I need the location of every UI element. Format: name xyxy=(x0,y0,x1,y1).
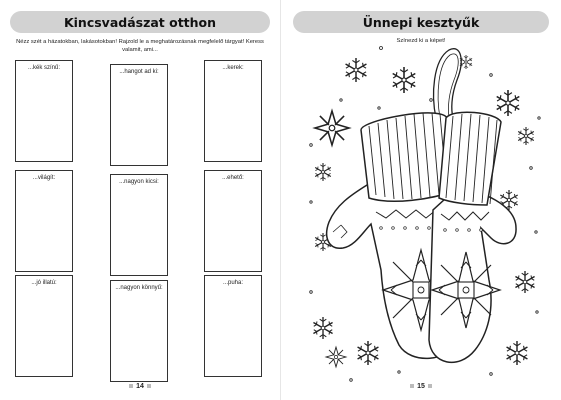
snowflake-icon xyxy=(517,126,535,146)
snowflake-icon xyxy=(495,89,521,117)
drawing-box[interactable]: ...kék színű: xyxy=(15,60,73,162)
drawing-box[interactable]: ...puha: xyxy=(204,275,262,377)
snowflake-icon xyxy=(514,270,536,294)
snowflake-icon xyxy=(325,346,347,368)
drawing-box[interactable]: ...kerek: xyxy=(204,60,262,162)
snow-dots xyxy=(309,46,541,382)
snowflake-icon xyxy=(314,110,350,146)
mitten-string xyxy=(432,48,462,119)
box-label: ...világít: xyxy=(32,175,56,181)
snowflake-icon xyxy=(505,340,529,366)
mittens-illustration xyxy=(309,46,541,382)
box-label: ...jó illatú: xyxy=(31,280,57,286)
right-mitten xyxy=(428,111,517,364)
snowflake-icon xyxy=(391,66,417,94)
box-label: ...hangot ad ki: xyxy=(119,69,159,75)
snowflake-icon xyxy=(356,340,380,366)
box-label: ...ehető: xyxy=(222,175,244,181)
box-label: ...nagyon könnyű: xyxy=(115,285,163,291)
page-title: Ünnepi kesztyűk xyxy=(293,11,549,33)
snowflake-icon xyxy=(344,57,368,83)
snowflake-icon xyxy=(314,162,332,182)
drawing-box[interactable]: ...hangot ad ki: xyxy=(110,64,168,166)
right-page: Ünnepi kesztyűk Színezd ki a képet! xyxy=(281,0,561,400)
snowflake-icon xyxy=(312,316,334,340)
drawing-box[interactable]: ...nagyon könnyű: xyxy=(110,280,168,382)
left-page: Kincsvadászat otthon Nézz szét a házatok… xyxy=(0,0,280,400)
page-title: Kincsvadászat otthon xyxy=(10,11,270,33)
page-number: 15 xyxy=(401,383,441,390)
box-label: ...nagyon kicsi: xyxy=(119,179,159,185)
instruction-text: Színezd ki a képet! xyxy=(396,38,446,44)
drawing-box[interactable]: ...ehető: xyxy=(204,170,262,272)
drawing-box[interactable]: ...jó illatú: xyxy=(15,275,73,377)
box-label: ...kék színű: xyxy=(27,65,60,71)
instruction-text: Nézz szét a házatokban, lakásotokban! Ra… xyxy=(16,39,264,53)
box-label: ...kerek: xyxy=(222,65,244,71)
page-spine xyxy=(280,0,281,400)
drawing-box[interactable]: ...nagyon kicsi: xyxy=(110,174,168,276)
box-label: ...puha: xyxy=(222,280,243,286)
page-number: 14 xyxy=(120,383,160,390)
drawing-box[interactable]: ...világít: xyxy=(15,170,73,272)
